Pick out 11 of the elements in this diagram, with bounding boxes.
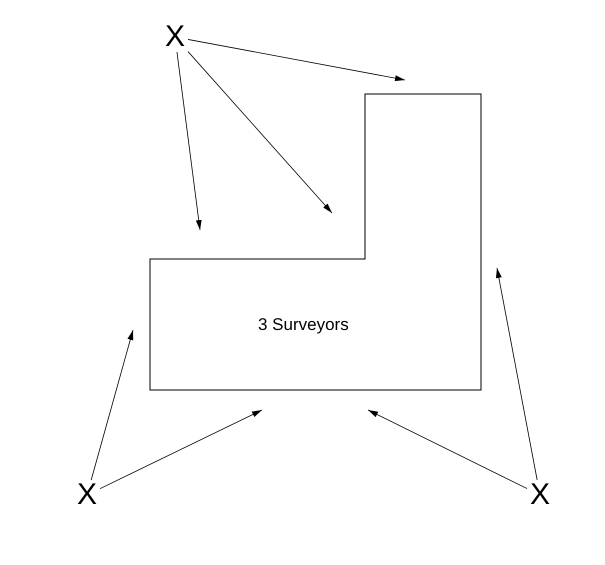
sight-line-arrow [368,410,528,489]
surveyor-position-mark: X [527,480,553,510]
building-label: 3 Surveyors [258,315,349,335]
sight-line-arrow [496,268,538,480]
sight-line-arrow [176,52,202,230]
sight-line-arrow [188,39,406,82]
surveyor-position-mark: X [162,22,188,52]
sight-line-arrow [90,330,134,480]
sight-line-arrow [188,51,332,214]
surveyor-position-mark: X [74,480,100,510]
sight-line-arrow [100,410,262,490]
